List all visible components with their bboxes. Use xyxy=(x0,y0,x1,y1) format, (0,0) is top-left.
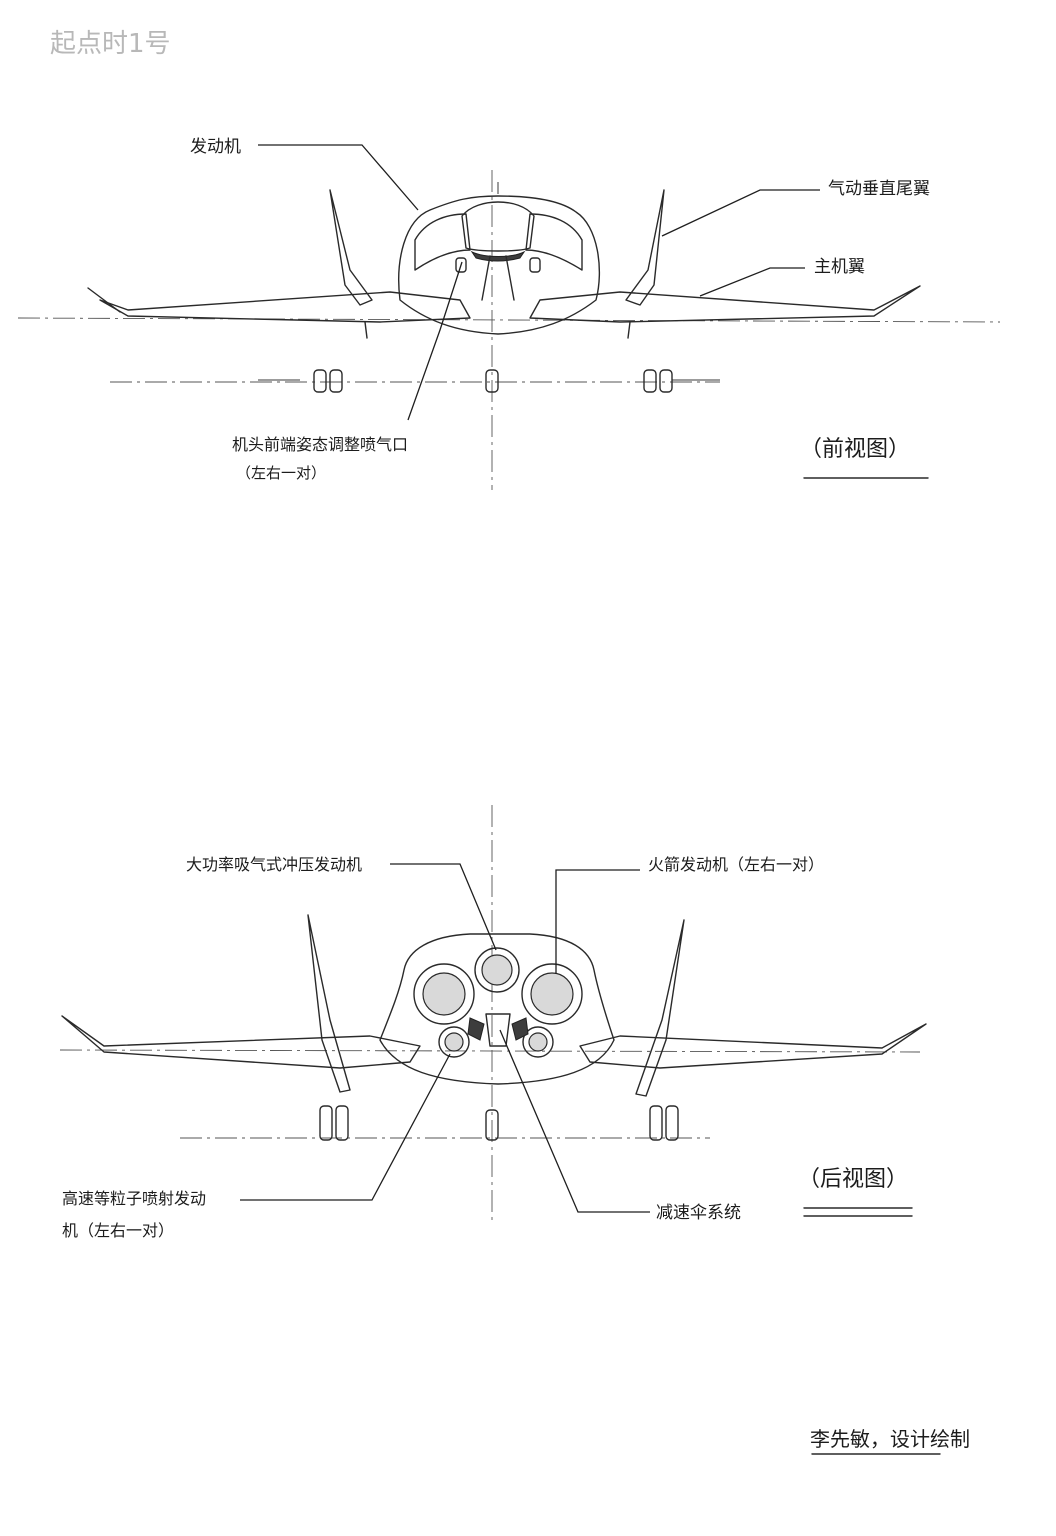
rear-rocket-left xyxy=(413,963,475,1025)
rear-gear-left-a xyxy=(319,1105,333,1141)
leader-engine xyxy=(258,144,419,211)
front-gear-nose xyxy=(485,369,499,393)
leader-main-wing xyxy=(699,267,805,297)
label-vertical-wing: 气动垂直尾翼 xyxy=(828,179,930,199)
leader-parachute xyxy=(499,1029,650,1213)
label-nose-nozzle: 机头前端姿态调整喷气口 xyxy=(232,435,408,454)
rear-gear-left-b xyxy=(335,1105,349,1141)
leader-nose-nozzle xyxy=(407,261,463,421)
rear-fin-right xyxy=(635,919,685,1097)
label-particle: 高速等粒子喷射发动 xyxy=(62,1189,206,1208)
label-main-wing: 主机翼 xyxy=(814,257,865,277)
label-particle-note: 机（左右一对） xyxy=(62,1221,174,1240)
rear-ramjet xyxy=(474,947,520,993)
rear-main-wing-left xyxy=(61,1015,421,1069)
leader-rocket xyxy=(555,869,640,974)
rear-view-title: （后视图） xyxy=(798,1167,908,1192)
rear-fuselage xyxy=(379,933,615,1085)
rear-rocket-right xyxy=(521,963,583,1025)
rear-parachute-housing xyxy=(485,1013,511,1047)
rear-particle-right xyxy=(522,1026,554,1058)
front-wingtip-left xyxy=(87,287,121,313)
rear-fin-left xyxy=(307,914,351,1093)
front-horizontal-centerline xyxy=(17,317,1001,323)
front-gear-left-b xyxy=(329,369,343,393)
rear-particle-left xyxy=(438,1026,470,1058)
front-nose-slot xyxy=(470,250,526,262)
label-rocket: 火箭发动机（左右一对） xyxy=(648,855,824,874)
front-gear-right-b xyxy=(659,369,673,393)
label-parachute: 减速伞系统 xyxy=(656,1203,741,1223)
front-main-wing-right xyxy=(529,285,921,323)
rear-gear-nose xyxy=(485,1109,499,1141)
rear-horizontal-centerline xyxy=(59,1049,921,1053)
rear-gear-right-a xyxy=(649,1105,663,1141)
label-ramjet: 大功率吸气式冲压发动机 xyxy=(186,855,362,874)
signature: 李先敏，设计绘制 xyxy=(810,1427,970,1451)
front-cockpit xyxy=(461,201,535,252)
front-main-wing-left xyxy=(99,291,471,323)
leader-ramjet xyxy=(390,863,497,951)
front-view-title: （前视图） xyxy=(800,437,910,462)
rear-main-wing-right xyxy=(579,1023,927,1069)
rear-view-drawing: 大功率吸气式冲压发动机 火箭发动机（左右一对） 高速等粒子喷射发动 机（左右一对… xyxy=(59,805,927,1240)
leader-particle xyxy=(240,1053,451,1201)
front-gear-left-a xyxy=(313,369,327,393)
front-intake-left xyxy=(414,213,471,271)
front-fuselage xyxy=(398,195,601,335)
leader-vertical-wing xyxy=(661,189,820,237)
label-engine: 发动机 xyxy=(190,137,241,157)
front-fin-left xyxy=(329,189,373,306)
rear-gear-right-b xyxy=(665,1105,679,1141)
front-intake-right xyxy=(525,213,583,271)
front-fin-right xyxy=(625,189,665,306)
label-nose-nozzle-note: （左右一对） xyxy=(236,464,326,482)
front-view-drawing: 发动机 气动垂直尾翼 主机翼 机头前端姿态调整喷气口 （左右一对） （前视图） xyxy=(17,137,1001,490)
drawing-code: 起点时1号 xyxy=(50,29,171,59)
front-gear-right-a xyxy=(643,369,657,393)
